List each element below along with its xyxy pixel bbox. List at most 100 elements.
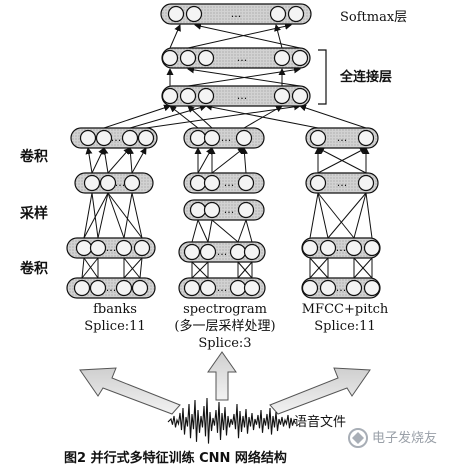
fbanks-conv-to-pool <box>97 192 109 239</box>
neuron-node <box>301 279 319 297</box>
neuron-node <box>229 243 247 261</box>
feature-splice-spectrogram: Splice:3 <box>198 336 252 351</box>
fbanks-conv-to-pool <box>107 192 125 239</box>
fbanks-conv-bottom: ... <box>66 237 156 259</box>
mfcc-conv-to-pool <box>309 192 319 239</box>
watermark-text: 电子发烧友 <box>372 431 438 446</box>
feature-to-fc-arrow <box>145 103 301 129</box>
fully-connected-layer-1: ... <box>161 47 311 69</box>
fbanks-conv-top: ... <box>70 127 158 149</box>
ellipsis-text: ... <box>111 131 122 144</box>
mfcc-pool: ... <box>305 172 379 194</box>
neuron-node <box>179 49 197 67</box>
neuron-node <box>269 5 287 23</box>
pool-label: 采样 <box>20 206 48 222</box>
neuron-node <box>99 174 117 192</box>
neuron-node <box>79 129 97 147</box>
fbanks-conv-to-pool <box>107 192 143 239</box>
feature-to-fc-arrow <box>129 104 207 129</box>
big-arrow-right <box>269 367 371 415</box>
neuron-node <box>115 239 133 257</box>
softmax-connection <box>187 22 292 49</box>
spectrogram-conv-to-pool <box>237 219 247 243</box>
softmax-connection <box>194 22 301 49</box>
feature-to-fc-arrow <box>205 103 319 129</box>
mfcc-pool-to-conv <box>317 147 367 174</box>
fbanks-pool-to-conv <box>101 147 109 174</box>
feature-to-fc-arrow <box>299 104 367 129</box>
spectrogram-conv-to-pool <box>197 219 209 243</box>
big-arrow-middle <box>207 351 237 401</box>
layer-bar <box>66 277 156 299</box>
neuron-node <box>197 49 215 67</box>
mfcc-conv-bottom: ... <box>301 237 381 259</box>
spectrogram-input-to-conv <box>191 261 209 279</box>
layer-blocks: ........................................… <box>66 3 381 299</box>
neuron-node <box>319 239 337 257</box>
conv-label-2: 卷积 <box>20 261 48 277</box>
ellipsis-text: ... <box>106 281 117 294</box>
mfcc-conv-to-pool <box>353 192 367 239</box>
speech-file-label: 语音文件 <box>294 415 347 430</box>
neuron-node <box>237 174 255 192</box>
ellipsis-text: ... <box>337 176 348 189</box>
neuron-node <box>199 243 217 261</box>
fbanks-conv-to-pool <box>83 192 109 239</box>
conv-label-1: 卷积 <box>20 149 48 165</box>
spectrogram-pool-to-conv <box>240 147 248 174</box>
spectrogram-pool-to-conv <box>197 147 213 174</box>
neuron-node <box>137 129 155 147</box>
neuron-node <box>75 239 93 257</box>
neuron-node <box>273 87 291 105</box>
fully-connected-layer-2: ... <box>161 85 311 107</box>
fbanks-input-to-conv <box>81 257 85 279</box>
neuron-node <box>89 279 107 297</box>
fully-connected-layer-label: 全连接层 <box>340 70 393 85</box>
fbanks-input-to-conv <box>83 257 99 279</box>
neuron-node <box>363 279 381 297</box>
fbanks-input-to-conv <box>123 257 141 279</box>
fbanks-conv-to-pool <box>123 192 133 239</box>
neuron-node <box>131 279 149 297</box>
fbanks-input-to-conv <box>123 257 143 279</box>
ellipsis-text: ... <box>337 131 348 144</box>
fc-connection <box>187 66 301 87</box>
neuron-node <box>89 239 107 257</box>
feature-splice-fbanks: Splice:11 <box>84 319 146 334</box>
feature-to-fc-arrow <box>187 105 213 129</box>
neuron-node <box>161 49 179 67</box>
watermark-logo-icon <box>348 428 368 448</box>
neuron-node <box>363 239 381 257</box>
mfcc-conv-to-pool <box>365 192 373 239</box>
neuron-node <box>161 87 179 105</box>
spectrogram-conv-bottom: ... <box>178 241 266 263</box>
ellipsis-text: ... <box>221 131 232 144</box>
neuron-node <box>203 201 221 219</box>
fbanks-conv-to-pool <box>91 192 99 239</box>
speech-waveform <box>167 397 297 444</box>
fbanks-pool-to-conv <box>107 147 131 174</box>
feature-to-fc-arrow <box>169 105 199 129</box>
spectrogram-pool-2: ... <box>183 199 265 221</box>
neuron-node <box>73 279 91 297</box>
connection-lines <box>81 22 373 279</box>
mfcc-conv-top: ... <box>305 127 379 149</box>
fbanks-input-to-conv <box>139 257 143 279</box>
neuron-node <box>237 201 255 219</box>
fbanks-conv-to-pool <box>83 192 93 239</box>
neuron-node <box>291 49 309 67</box>
neuron-node <box>123 174 141 192</box>
neuron-node <box>203 129 221 147</box>
feature-to-fc-arrow <box>103 104 171 129</box>
ellipsis-text: ... <box>217 281 228 294</box>
neuron-node <box>309 129 327 147</box>
mfcc-input-to-conv <box>353 257 373 279</box>
spectrogram-conv-to-pool <box>245 219 253 243</box>
neuron-node <box>301 239 319 257</box>
neuron-node <box>229 279 247 297</box>
softmax-connection <box>169 24 181 49</box>
mfcc-input-to-conv <box>309 257 329 279</box>
softmax-layer-label: Softmax层 <box>340 10 408 25</box>
fbanks-input-to-conv <box>81 257 99 279</box>
neuron-node <box>167 5 185 23</box>
